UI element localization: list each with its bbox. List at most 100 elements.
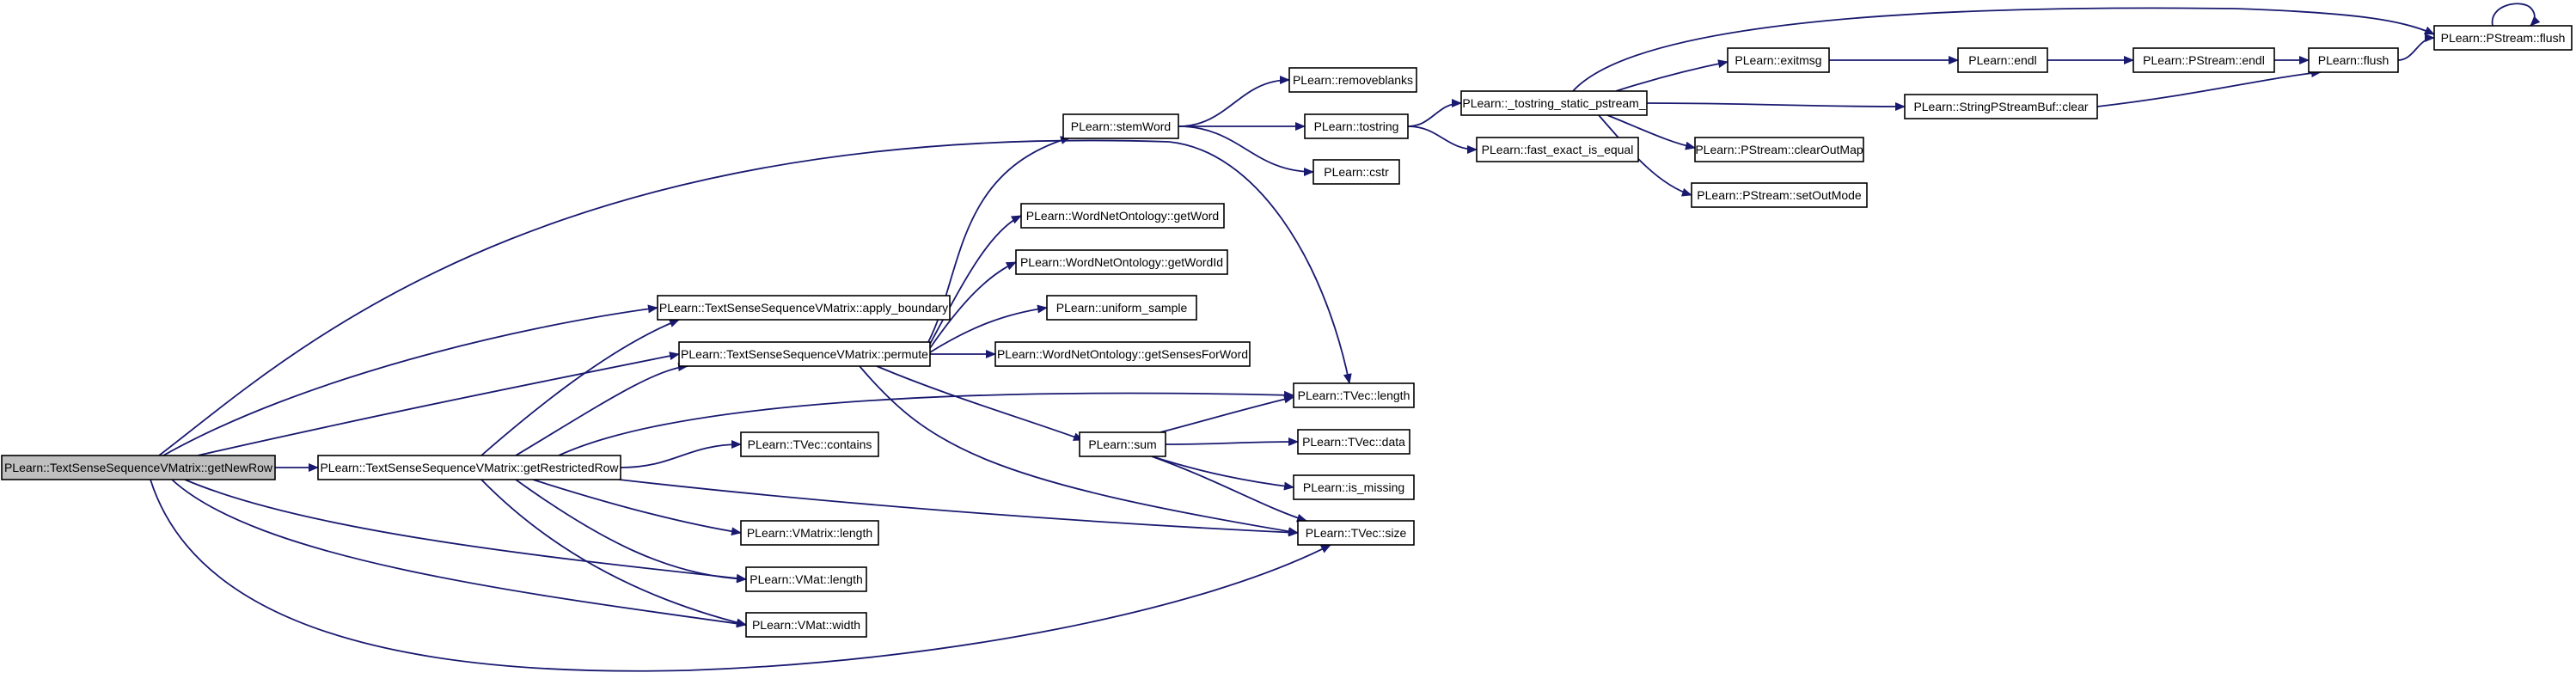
node-box: [1288, 67, 1417, 93]
node-uniform_sample[interactable]: PLearn::uniform_sample: [1046, 295, 1197, 321]
edge-getRestrictedRow-to-vmat_length: [515, 479, 747, 584]
edge-flush-to-pstream_flush: [2397, 34, 2435, 61]
node-label: PLearn::is_missing: [1303, 480, 1404, 494]
node-getRestrictedRow[interactable]: PLearn::TextSenseSequenceVMatrix::getRes…: [317, 455, 621, 480]
edge-tostring_static-to-exitmsg: [1615, 59, 1729, 92]
edge-getNewRow-to-vmat_width: [171, 479, 747, 628]
edge-permute-to-getWord: [929, 215, 1022, 345]
node-vmat_length[interactable]: PLearn::VMat::length: [745, 566, 867, 592]
node-tvec_length[interactable]: PLearn::TVec::length: [1293, 382, 1415, 408]
edge-sum-to-is_missing: [1151, 456, 1294, 491]
node-box: [1694, 137, 1864, 162]
node-endl[interactable]: PLearn::endl: [1957, 47, 2048, 73]
node-label: PLearn::TextSenseSequenceVMatrix::getNew…: [4, 461, 273, 474]
node-box: [1293, 382, 1415, 408]
edge-getRestrictedRow-to-tvec_contains: [620, 440, 742, 468]
edge-permute-to-tvec_size: [859, 365, 1299, 536]
node-label: PLearn::WordNetOntology::getSensesForWor…: [997, 347, 1248, 361]
node-box: [1079, 431, 1166, 457]
node-pstream_endl[interactable]: PLearn::PStream::endl: [2132, 47, 2275, 73]
node-label: PLearn::uniform_sample: [1056, 301, 1188, 315]
node-tostring_static[interactable]: PLearn::_tostring_static_pstream_: [1460, 90, 1648, 116]
node-tvec_contains[interactable]: PLearn::TVec::contains: [740, 431, 879, 457]
node-fast_exact_is_equal[interactable]: PLearn::fast_exact_is_equal: [1476, 137, 1639, 162]
node-label: PLearn::TextSenseSequenceVMatrix::permut…: [681, 347, 928, 361]
node-box: [1046, 295, 1197, 321]
node-label: PLearn::WordNetOntology::getWordId: [1020, 255, 1223, 269]
node-exitmsg[interactable]: PLearn::exitmsg: [1727, 47, 1830, 73]
node-pstream_flush[interactable]: PLearn::PStream::flush: [2433, 25, 2573, 51]
edge-getRestrictedRow-to-tvec_size: [618, 479, 1299, 537]
edge-getRestrictedRow-to-vmat_width: [480, 479, 747, 627]
node-box: [317, 455, 621, 480]
node-getWord[interactable]: PLearn::WordNetOntology::getWord: [1020, 203, 1225, 229]
edge-stemWord-to-cstr: [1178, 125, 1314, 176]
node-cstr[interactable]: PLearn::cstr: [1312, 159, 1400, 185]
node-label: PLearn::cstr: [1324, 165, 1389, 179]
node-box: [1727, 47, 1830, 73]
node-getWordId[interactable]: PLearn::WordNetOntology::getWordId: [1015, 249, 1228, 275]
node-sum[interactable]: PLearn::sum: [1079, 431, 1166, 457]
node-tostring[interactable]: PLearn::tostring: [1304, 113, 1409, 139]
node-box: [1, 455, 276, 480]
node-getNewRow[interactable]: PLearn::TextSenseSequenceVMatrix::getNew…: [1, 455, 276, 480]
node-vmat_width[interactable]: PLearn::VMat::width: [745, 612, 867, 638]
node-label: PLearn::PStream::endl: [2143, 53, 2265, 67]
node-box: [2308, 47, 2399, 73]
edge-getRestrictedRow-to-tvec_length: [558, 390, 1294, 456]
node-box: [994, 341, 1251, 367]
edge-permute-to-sum: [876, 365, 1084, 441]
edge-tostring_static-to-pstream_flush: [1572, 7, 2435, 92]
node-clearOutMap[interactable]: PLearn::PStream::clearOutMap: [1694, 137, 1864, 162]
node-box: [1476, 137, 1639, 162]
node-tvec_data[interactable]: PLearn::TVec::data: [1297, 429, 1410, 455]
node-stemWord[interactable]: PLearn::stemWord: [1062, 113, 1179, 139]
node-label: PLearn::TVec::data: [1302, 435, 1405, 449]
node-spbuf_clear[interactable]: PLearn::StringPStreamBuf::clear: [1904, 94, 2098, 119]
node-label: PLearn::TextSenseSequenceVMatrix::getRes…: [320, 461, 619, 474]
edge-spbuf_clear-to-flush: [2096, 69, 2322, 107]
node-flush[interactable]: PLearn::flush: [2308, 47, 2399, 73]
node-label: PLearn::fast_exact_is_equal: [1482, 143, 1634, 156]
edge-sum-to-tvec_size: [1151, 456, 1307, 523]
edge-getNewRow-to-permute: [197, 352, 680, 456]
node-box: [1957, 47, 2048, 73]
node-label: PLearn::endl: [1968, 53, 2036, 67]
node-label: PLearn::PStream::setOutMode: [1697, 188, 1862, 202]
node-label: PLearn::flush: [2318, 53, 2389, 67]
node-getSensesForWord[interactable]: PLearn::WordNetOntology::getSensesForWor…: [994, 341, 1251, 367]
edge-getNewRow-to-tvec_length: [158, 139, 1352, 456]
node-box: [1293, 474, 1415, 500]
node-box: [1304, 113, 1409, 139]
node-is_missing[interactable]: PLearn::is_missing: [1293, 474, 1415, 500]
node-box: [740, 520, 879, 546]
edge-getRestrictedRow-to-vmatrix_length: [532, 479, 742, 536]
node-label: PLearn::removeblanks: [1293, 73, 1413, 87]
edge-tostring_static-to-clearOutMap: [1606, 114, 1696, 150]
edge-permute-to-uniform_sample: [929, 304, 1048, 353]
edge-stemWord-to-removeblanks: [1178, 76, 1290, 127]
edge-pstream_flush-to-pstream_flush: [2491, 3, 2541, 27]
node-vmatrix_length[interactable]: PLearn::VMatrix::length: [740, 520, 879, 546]
node-box: [1312, 159, 1400, 185]
node-label: PLearn::PStream::clearOutMap: [1695, 143, 1863, 156]
node-box: [1297, 429, 1410, 455]
node-box: [745, 566, 867, 592]
node-box: [1904, 94, 2098, 119]
node-label: PLearn::StringPStreamBuf::clear: [1913, 100, 2088, 113]
edge-getRestrictedRow-to-permute: [515, 363, 688, 456]
node-box: [2433, 25, 2573, 51]
node-label: PLearn::VMatrix::length: [747, 526, 872, 540]
node-label: PLearn::VMat::width: [752, 618, 860, 632]
node-apply_boundary[interactable]: PLearn::TextSenseSequenceVMatrix::apply_…: [657, 295, 951, 321]
node-removeblanks[interactable]: PLearn::removeblanks: [1288, 67, 1417, 93]
node-box: [657, 295, 951, 321]
edge-getNewRow-to-tvec_size: [150, 479, 1331, 672]
node-permute[interactable]: PLearn::TextSenseSequenceVMatrix::permut…: [678, 341, 931, 367]
node-tvec_size[interactable]: PLearn::TVec::size: [1297, 520, 1415, 546]
node-setOutMode[interactable]: PLearn::PStream::setOutMode: [1691, 182, 1868, 208]
node-box: [1297, 520, 1415, 546]
node-box: [1015, 249, 1228, 275]
